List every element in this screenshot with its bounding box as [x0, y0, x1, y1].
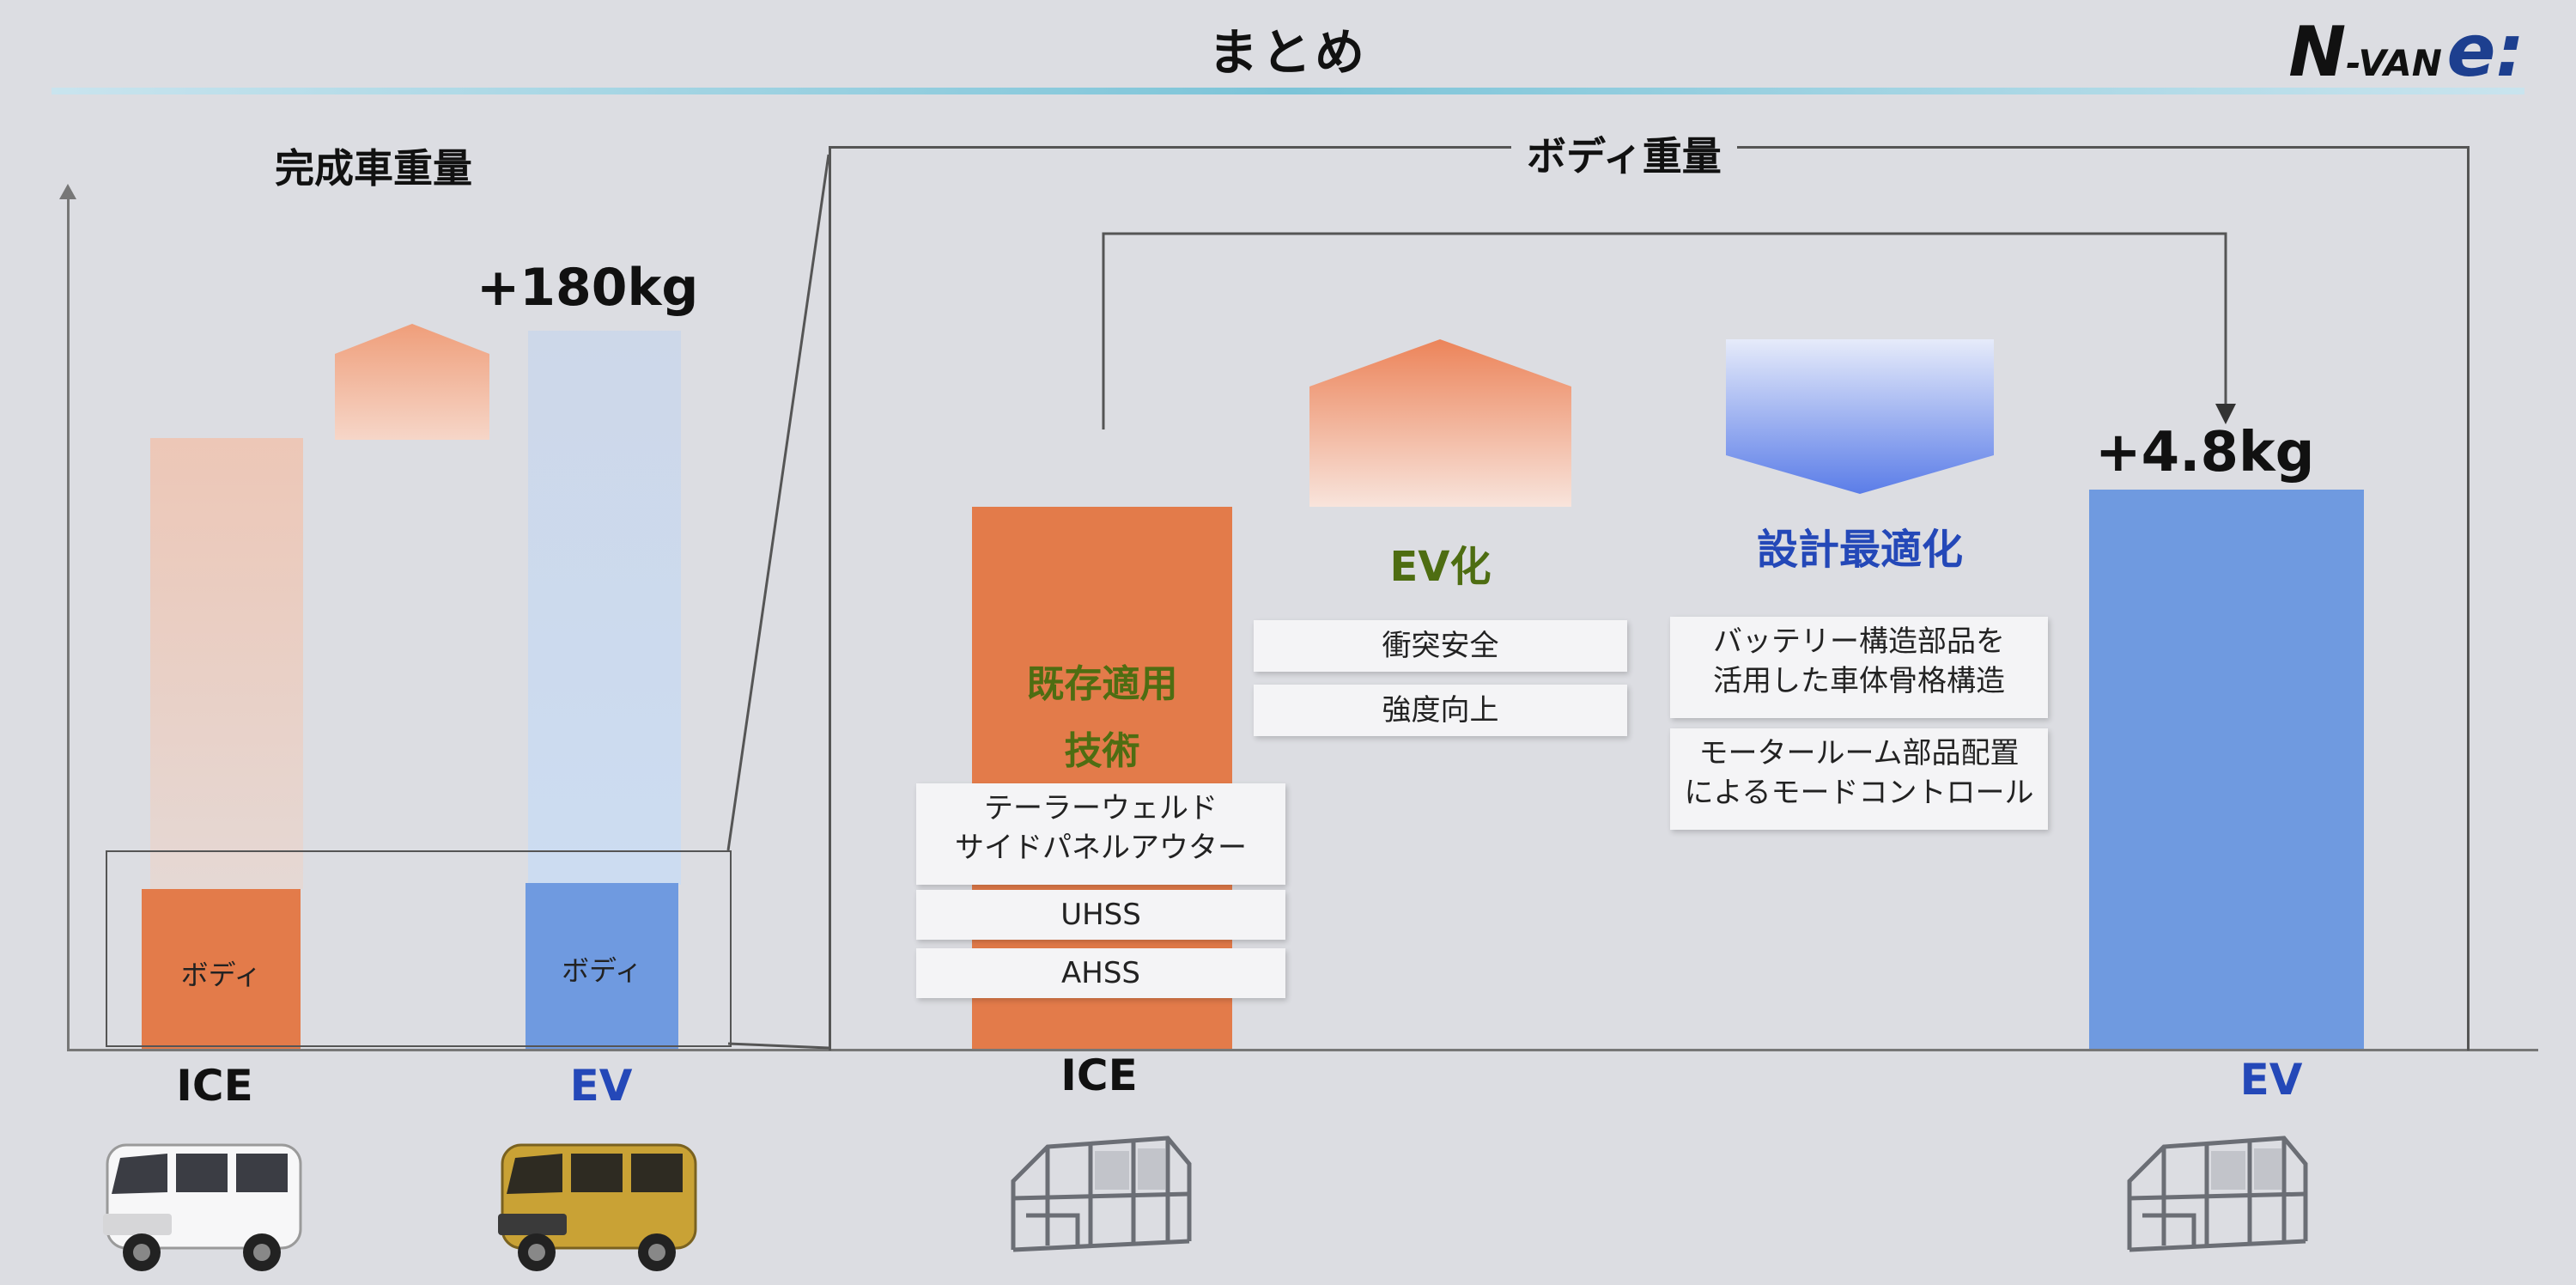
- tailor-weld-line2: サイドパネルアウター: [955, 831, 1247, 865]
- motor-room-line1: モータールーム部品配置: [1698, 736, 2020, 770]
- right-heading: ボディ重量: [1511, 125, 1737, 182]
- ev-conversion-title: EV化: [1389, 543, 1492, 591]
- ice-bar-text-1: 既存適用: [1026, 662, 1178, 706]
- left-heading: 完成車重量: [275, 145, 472, 192]
- battery-structure-line2: 活用した車体骨格構造: [1713, 664, 2005, 698]
- tailor-weld-line1: テーラーウェルド: [984, 791, 1218, 825]
- strength-improvement-box: 強度向上: [1254, 685, 1627, 736]
- ahss-box: AHSS: [916, 948, 1285, 998]
- ev-body-bar-label: ボディ: [562, 954, 642, 987]
- ice-body-bar: [142, 889, 301, 1049]
- white-van-image: [103, 1143, 302, 1271]
- ev-body-weight-bar: [2089, 490, 2364, 1049]
- logo-n: N: [2288, 12, 2347, 92]
- crash-safety-box: 衝突安全: [1254, 620, 1627, 672]
- ev-body-bar: [526, 883, 678, 1049]
- tailor-weld-box: テーラーウェルド サイドパネルアウター: [916, 783, 1285, 885]
- title-underline: [52, 88, 2524, 94]
- logo-e: e:: [2446, 9, 2524, 93]
- body-zoom-box: [106, 850, 732, 1047]
- ice-body-frame-image: [1011, 1136, 1192, 1252]
- motor-room-layout-box: モータールーム部品配置 によるモードコントロール: [1670, 728, 2048, 830]
- design-optimization-decrease-arrow-icon: [1726, 339, 1994, 494]
- page-title: まとめ: [1207, 23, 1368, 82]
- yellow-van-image: [498, 1143, 697, 1271]
- uhss-box: UHSS: [916, 890, 1285, 940]
- design-optimization-title: 設計最適化: [1756, 526, 1963, 574]
- ev-body-frame-image: [2127, 1136, 2308, 1252]
- ev-conversion-increase-arrow-icon: [1309, 339, 1571, 507]
- total-weight-diff-label: +180kg: [477, 258, 699, 318]
- motor-room-line2: によるモードコントロール: [1684, 776, 2034, 810]
- ice-bar-text-2: 技術: [1064, 729, 1140, 773]
- logo-van: -VAN: [2346, 42, 2442, 84]
- baseline-axis: [67, 1049, 2538, 1051]
- left-ice-label: ICE: [176, 1061, 253, 1111]
- ev-total-weight-bar: [528, 331, 681, 885]
- left-y-axis-arrow-icon: [59, 184, 76, 199]
- ice-body-bar-label: ボディ: [180, 959, 262, 991]
- right-ice-label: ICE: [1060, 1051, 1138, 1100]
- left-y-axis: [67, 193, 70, 1051]
- nvan-logo: N-VAN e:: [2288, 9, 2524, 93]
- ice-total-weight-bar: [150, 438, 303, 889]
- battery-structure-line1: バッテリー構造部品を: [1713, 624, 2005, 659]
- body-weight-diff-label: +4.8kg: [2095, 421, 2315, 484]
- battery-structure-box: バッテリー構造部品を 活用した車体骨格構造: [1670, 617, 2048, 718]
- left-ev-label: EV: [569, 1061, 633, 1111]
- ice-to-ev-arrow-icon: [1102, 232, 2236, 429]
- right-ev-label: EV: [2239, 1055, 2303, 1105]
- weight-increase-arrow-icon: [335, 324, 489, 440]
